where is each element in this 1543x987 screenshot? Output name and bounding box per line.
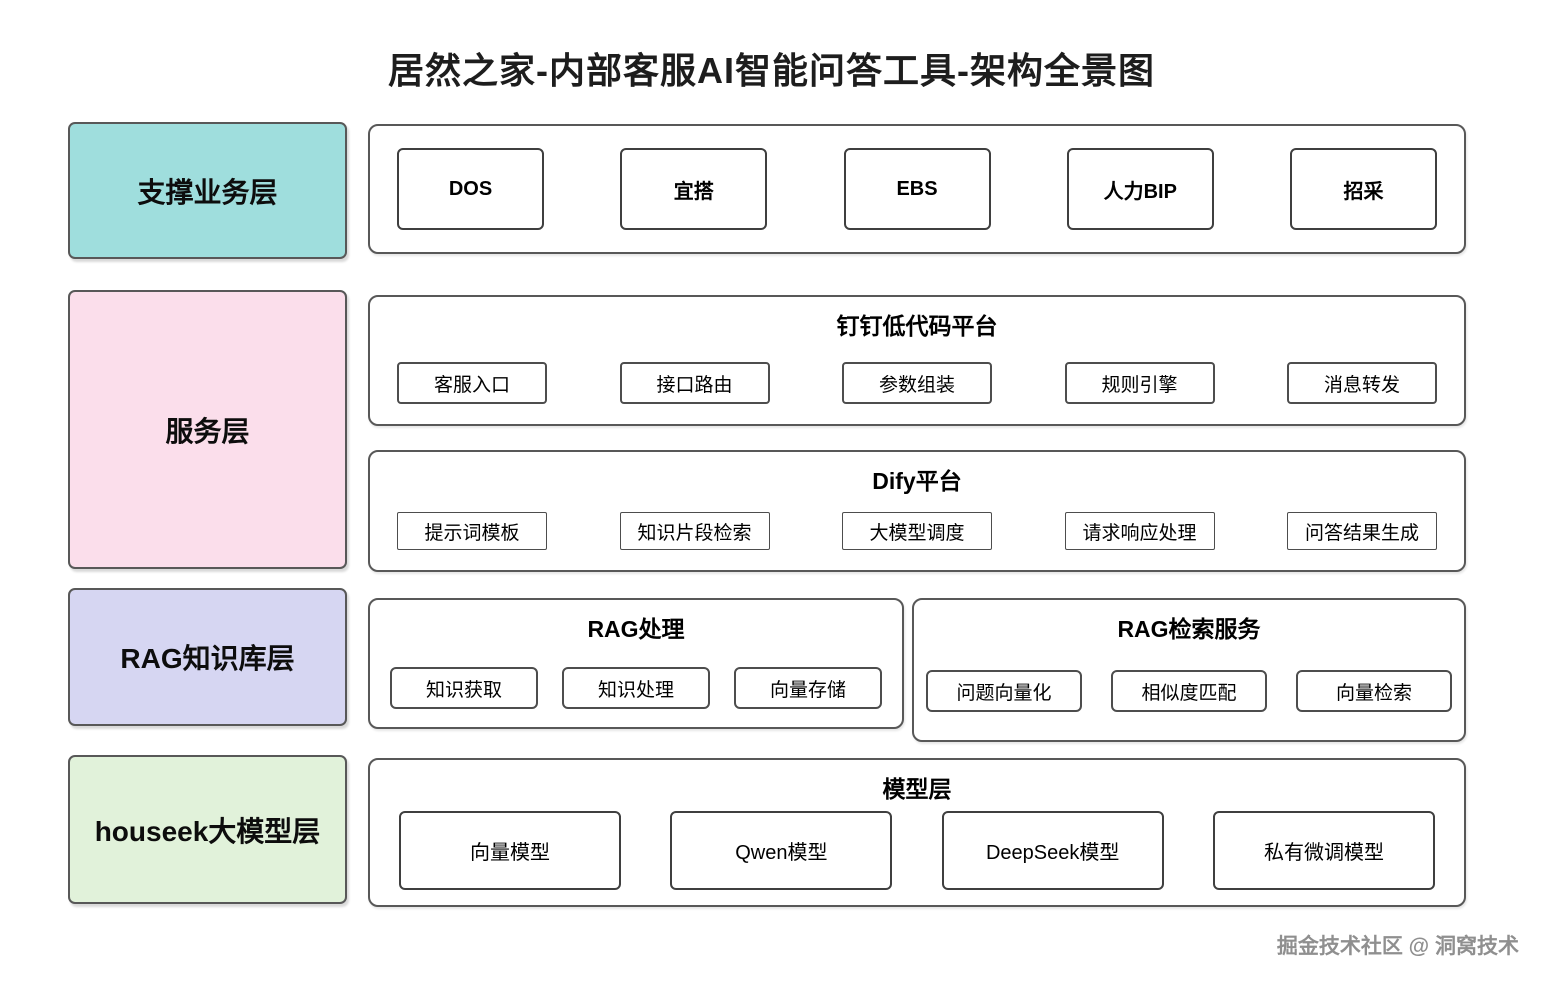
layer-support-business: 支撑业务层 bbox=[68, 122, 347, 259]
node-qwen-model: Qwen模型 bbox=[670, 811, 893, 890]
layer-label: 服务层 bbox=[165, 415, 250, 447]
layer-service: 服务层 bbox=[68, 290, 347, 569]
model-layer-container: 模型层 向量模型 Qwen模型 DeepSeek模型 私有微调模型 bbox=[368, 758, 1466, 907]
node-rule-engine: 规则引擎 bbox=[1064, 362, 1215, 404]
node-message-forwarding: 消息转发 bbox=[1287, 362, 1437, 404]
node-hr-bip: 人力BIP bbox=[1066, 148, 1214, 230]
node-vector-retrieval: 向量检索 bbox=[1296, 670, 1452, 712]
node-deepseek-model: DeepSeek模型 bbox=[941, 811, 1164, 890]
rag-processing-title: RAG处理 bbox=[587, 616, 685, 642]
dify-title: Dify平台 bbox=[872, 468, 962, 494]
node-llm-scheduling: 大模型调度 bbox=[842, 512, 992, 550]
dify-container: Dify平台 提示词模板 知识片段检索 大模型调度 请求响应处理 问答结果生成 bbox=[368, 450, 1466, 572]
node-prompt-template: 提示词模板 bbox=[397, 512, 547, 550]
node-request-response-processing: 请求响应处理 bbox=[1064, 512, 1215, 550]
node-vector-model: 向量模型 bbox=[399, 811, 621, 890]
node-yida: 宜搭 bbox=[620, 148, 768, 230]
rag-processing-container: RAG处理 知识获取 知识处理 向量存储 bbox=[368, 598, 904, 729]
layer-label: RAG知识库层 bbox=[120, 643, 295, 674]
node-param-assembly: 参数组装 bbox=[842, 362, 992, 404]
model-layer-title: 模型层 bbox=[882, 776, 952, 802]
support-systems-container: DOS 宜搭 EBS 人力BIP 招采 bbox=[368, 124, 1466, 254]
model-nodes-row: 向量模型 Qwen模型 DeepSeek模型 私有微调模型 bbox=[370, 811, 1464, 890]
dingtalk-lowcode-title: 钉钉低代码平台 bbox=[836, 313, 998, 339]
dingtalk-nodes-row: 客服入口 接口路由 参数组装 规则引擎 消息转发 bbox=[370, 362, 1464, 404]
node-customer-service-entry: 客服入口 bbox=[397, 362, 547, 404]
node-procurement: 招采 bbox=[1290, 148, 1437, 230]
node-api-routing: 接口路由 bbox=[619, 362, 770, 404]
layer-label: 支撑业务层 bbox=[137, 176, 278, 208]
node-private-finetuned-model: 私有微调模型 bbox=[1212, 811, 1435, 890]
node-knowledge-processing: 知识处理 bbox=[562, 667, 710, 709]
layer-houseek-model: houseek大模型层 bbox=[68, 755, 347, 904]
rag-processing-row: 知识获取 知识处理 向量存储 bbox=[370, 667, 902, 709]
rag-retrieval-title: RAG检索服务 bbox=[1117, 616, 1261, 642]
dify-nodes-row: 提示词模板 知识片段检索 大模型调度 请求响应处理 问答结果生成 bbox=[370, 512, 1464, 550]
node-similarity-matching: 相似度匹配 bbox=[1111, 670, 1267, 712]
node-qa-result-generation: 问答结果生成 bbox=[1287, 512, 1437, 550]
node-vector-storage: 向量存储 bbox=[734, 667, 882, 709]
layer-label: houseek大模型层 bbox=[94, 815, 321, 847]
node-dos: DOS bbox=[397, 148, 544, 230]
watermark: 掘金技术社区 @ 洞窝技术 bbox=[1276, 935, 1519, 958]
node-question-vectorization: 问题向量化 bbox=[926, 670, 1082, 712]
dingtalk-lowcode-container: 钉钉低代码平台 客服入口 接口路由 参数组装 规则引擎 消息转发 bbox=[368, 295, 1466, 426]
node-knowledge-fragment-retrieval: 知识片段检索 bbox=[619, 512, 770, 550]
rag-retrieval-row: 问题向量化 相似度匹配 向量检索 bbox=[914, 670, 1464, 712]
rag-retrieval-container: RAG检索服务 问题向量化 相似度匹配 向量检索 bbox=[912, 598, 1466, 742]
support-systems-row: DOS 宜搭 EBS 人力BIP 招采 bbox=[370, 126, 1464, 252]
layer-rag-knowledge: RAG知识库层 bbox=[68, 588, 347, 726]
page-title: 居然之家-内部客服AI智能问答工具-架构全景图 bbox=[388, 50, 1155, 91]
node-ebs: EBS bbox=[843, 148, 991, 230]
node-knowledge-acquisition: 知识获取 bbox=[390, 667, 538, 709]
